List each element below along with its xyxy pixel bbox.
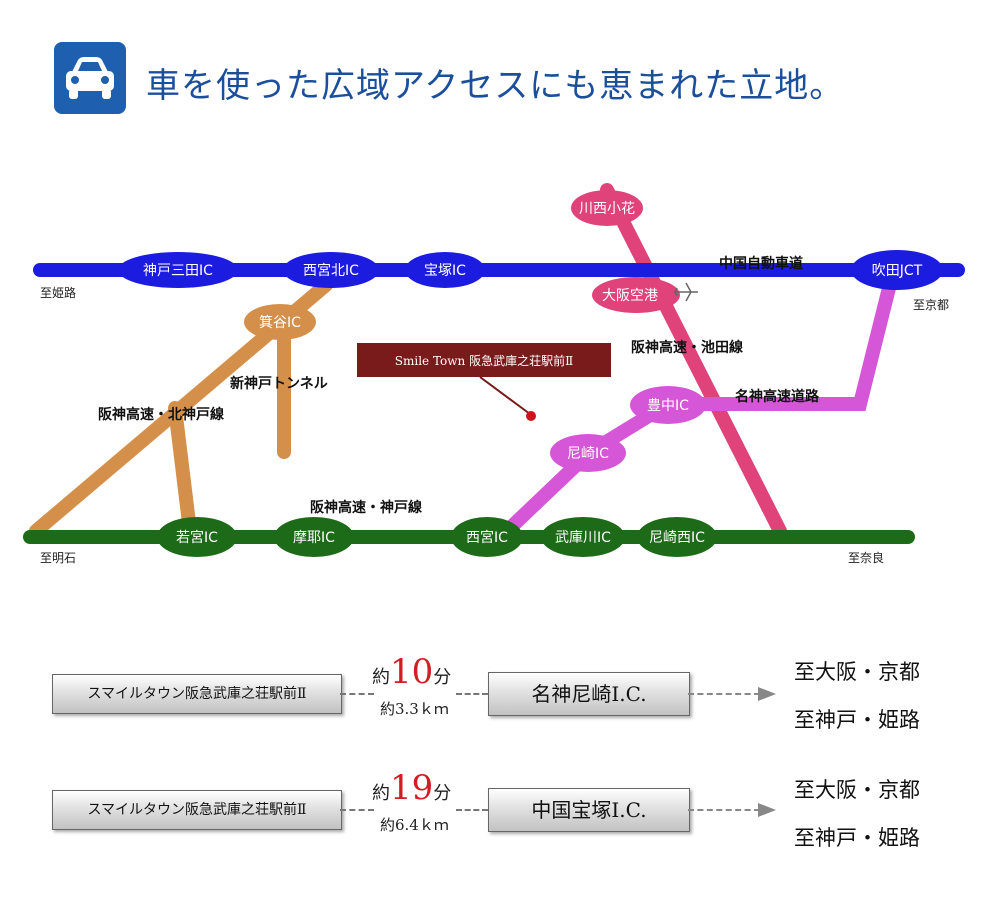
distance: 約3.3ｋｍ: [380, 700, 449, 718]
ic-osaka-airport: 大阪空港: [602, 288, 658, 304]
route-row-2: スマイルタウン阪急武庫之荘駅前Ⅱ 約19分 約6.4ｋｍ 中国宝塚I.C. 至大…: [0, 768, 1000, 878]
ic-kawanishi-obana: 川西小花: [579, 201, 635, 217]
car-icon: [54, 42, 126, 114]
to-osaka-kyoto: 至大阪・京都: [794, 660, 920, 684]
direction-nara: 至奈良: [848, 550, 884, 565]
origin-box: スマイルタウン阪急武庫之荘駅前Ⅱ: [52, 790, 342, 830]
label-shinkobe-tunnel: 新神戸トンネル: [230, 375, 328, 392]
label-kobe: 阪神高速・神戸線: [310, 499, 422, 516]
label-ikeda: 阪神高速・池田線: [631, 339, 743, 356]
arrow-right-icon: [758, 803, 776, 817]
road-map: 神戸三田IC 西宮北IC 宝塚IC 吹田JCT 箕谷IC 川西小花 大阪空港 豊…: [23, 183, 965, 565]
ic-amagasaki-nishi: 尼崎西IC: [649, 530, 705, 546]
direction-akashi: 至明石: [40, 551, 76, 565]
ic-maya: 摩耶IC: [293, 529, 335, 546]
distance: 約6.4ｋｍ: [380, 816, 449, 834]
road-kitakobe-branch: [168, 401, 197, 538]
destination-box: 中国宝塚I.C.: [488, 788, 690, 832]
road-ikeda: [600, 183, 787, 538]
ic-nishinomiya: 西宮IC: [466, 530, 508, 546]
label-kitakobe: 阪神高速・北神戸線: [98, 406, 224, 423]
label-meishin: 名神高速道路: [735, 388, 820, 405]
direction-himeji: 至姫路: [40, 285, 76, 300]
ic-minoya: 箕谷IC: [259, 314, 301, 331]
travel-time-value: 19: [390, 768, 434, 808]
ic-wakamiya: 若宮IC: [176, 530, 218, 546]
property-label-box: [357, 343, 611, 377]
header: 車を使った広域アクセスにも恵まれた立地。: [0, 0, 1000, 130]
to-kobe-himeji: 至神戸・姫路: [794, 826, 920, 850]
direction-kyoto: 至京都: [913, 298, 949, 312]
property-label: Smile Town 阪急武庫之荘駅前Ⅱ: [395, 353, 573, 368]
airplane-icon: [674, 282, 698, 302]
travel-time-value: 10: [390, 652, 434, 692]
property-marker: [526, 411, 536, 421]
origin-box: スマイルタウン阪急武庫之荘駅前Ⅱ: [52, 674, 342, 714]
route-row-1: スマイルタウン阪急武庫之荘駅前Ⅱ 約10分 約3.3ｋｍ 名神尼崎I.C. 至大…: [0, 648, 1000, 758]
page-title: 車を使った広域アクセスにも恵まれた立地。: [146, 66, 845, 106]
to-osaka-kyoto: 至大阪・京都: [794, 778, 920, 802]
label-chugoku: 中国自動車道: [719, 255, 803, 272]
destination-box: 名神尼崎I.C.: [488, 672, 690, 716]
ic-nishinomiya-kita: 西宮北IC: [303, 263, 359, 279]
ic-toyonaka: 豊中IC: [647, 398, 689, 414]
arrow-right-icon: [758, 687, 776, 701]
to-kobe-himeji: 至神戸・姫路: [794, 708, 920, 732]
travel-time: 約19分: [372, 768, 452, 808]
ic-mukogawa: 武庫川IC: [555, 529, 611, 546]
ic-amagasaki: 尼崎IC: [567, 446, 609, 462]
ic-takarazuka: 宝塚IC: [424, 263, 466, 279]
ic-kobe-sanda: 神戸三田IC: [143, 263, 213, 279]
ic-suita-jct: 吹田JCT: [872, 263, 923, 279]
travel-time: 約10分: [372, 652, 452, 692]
